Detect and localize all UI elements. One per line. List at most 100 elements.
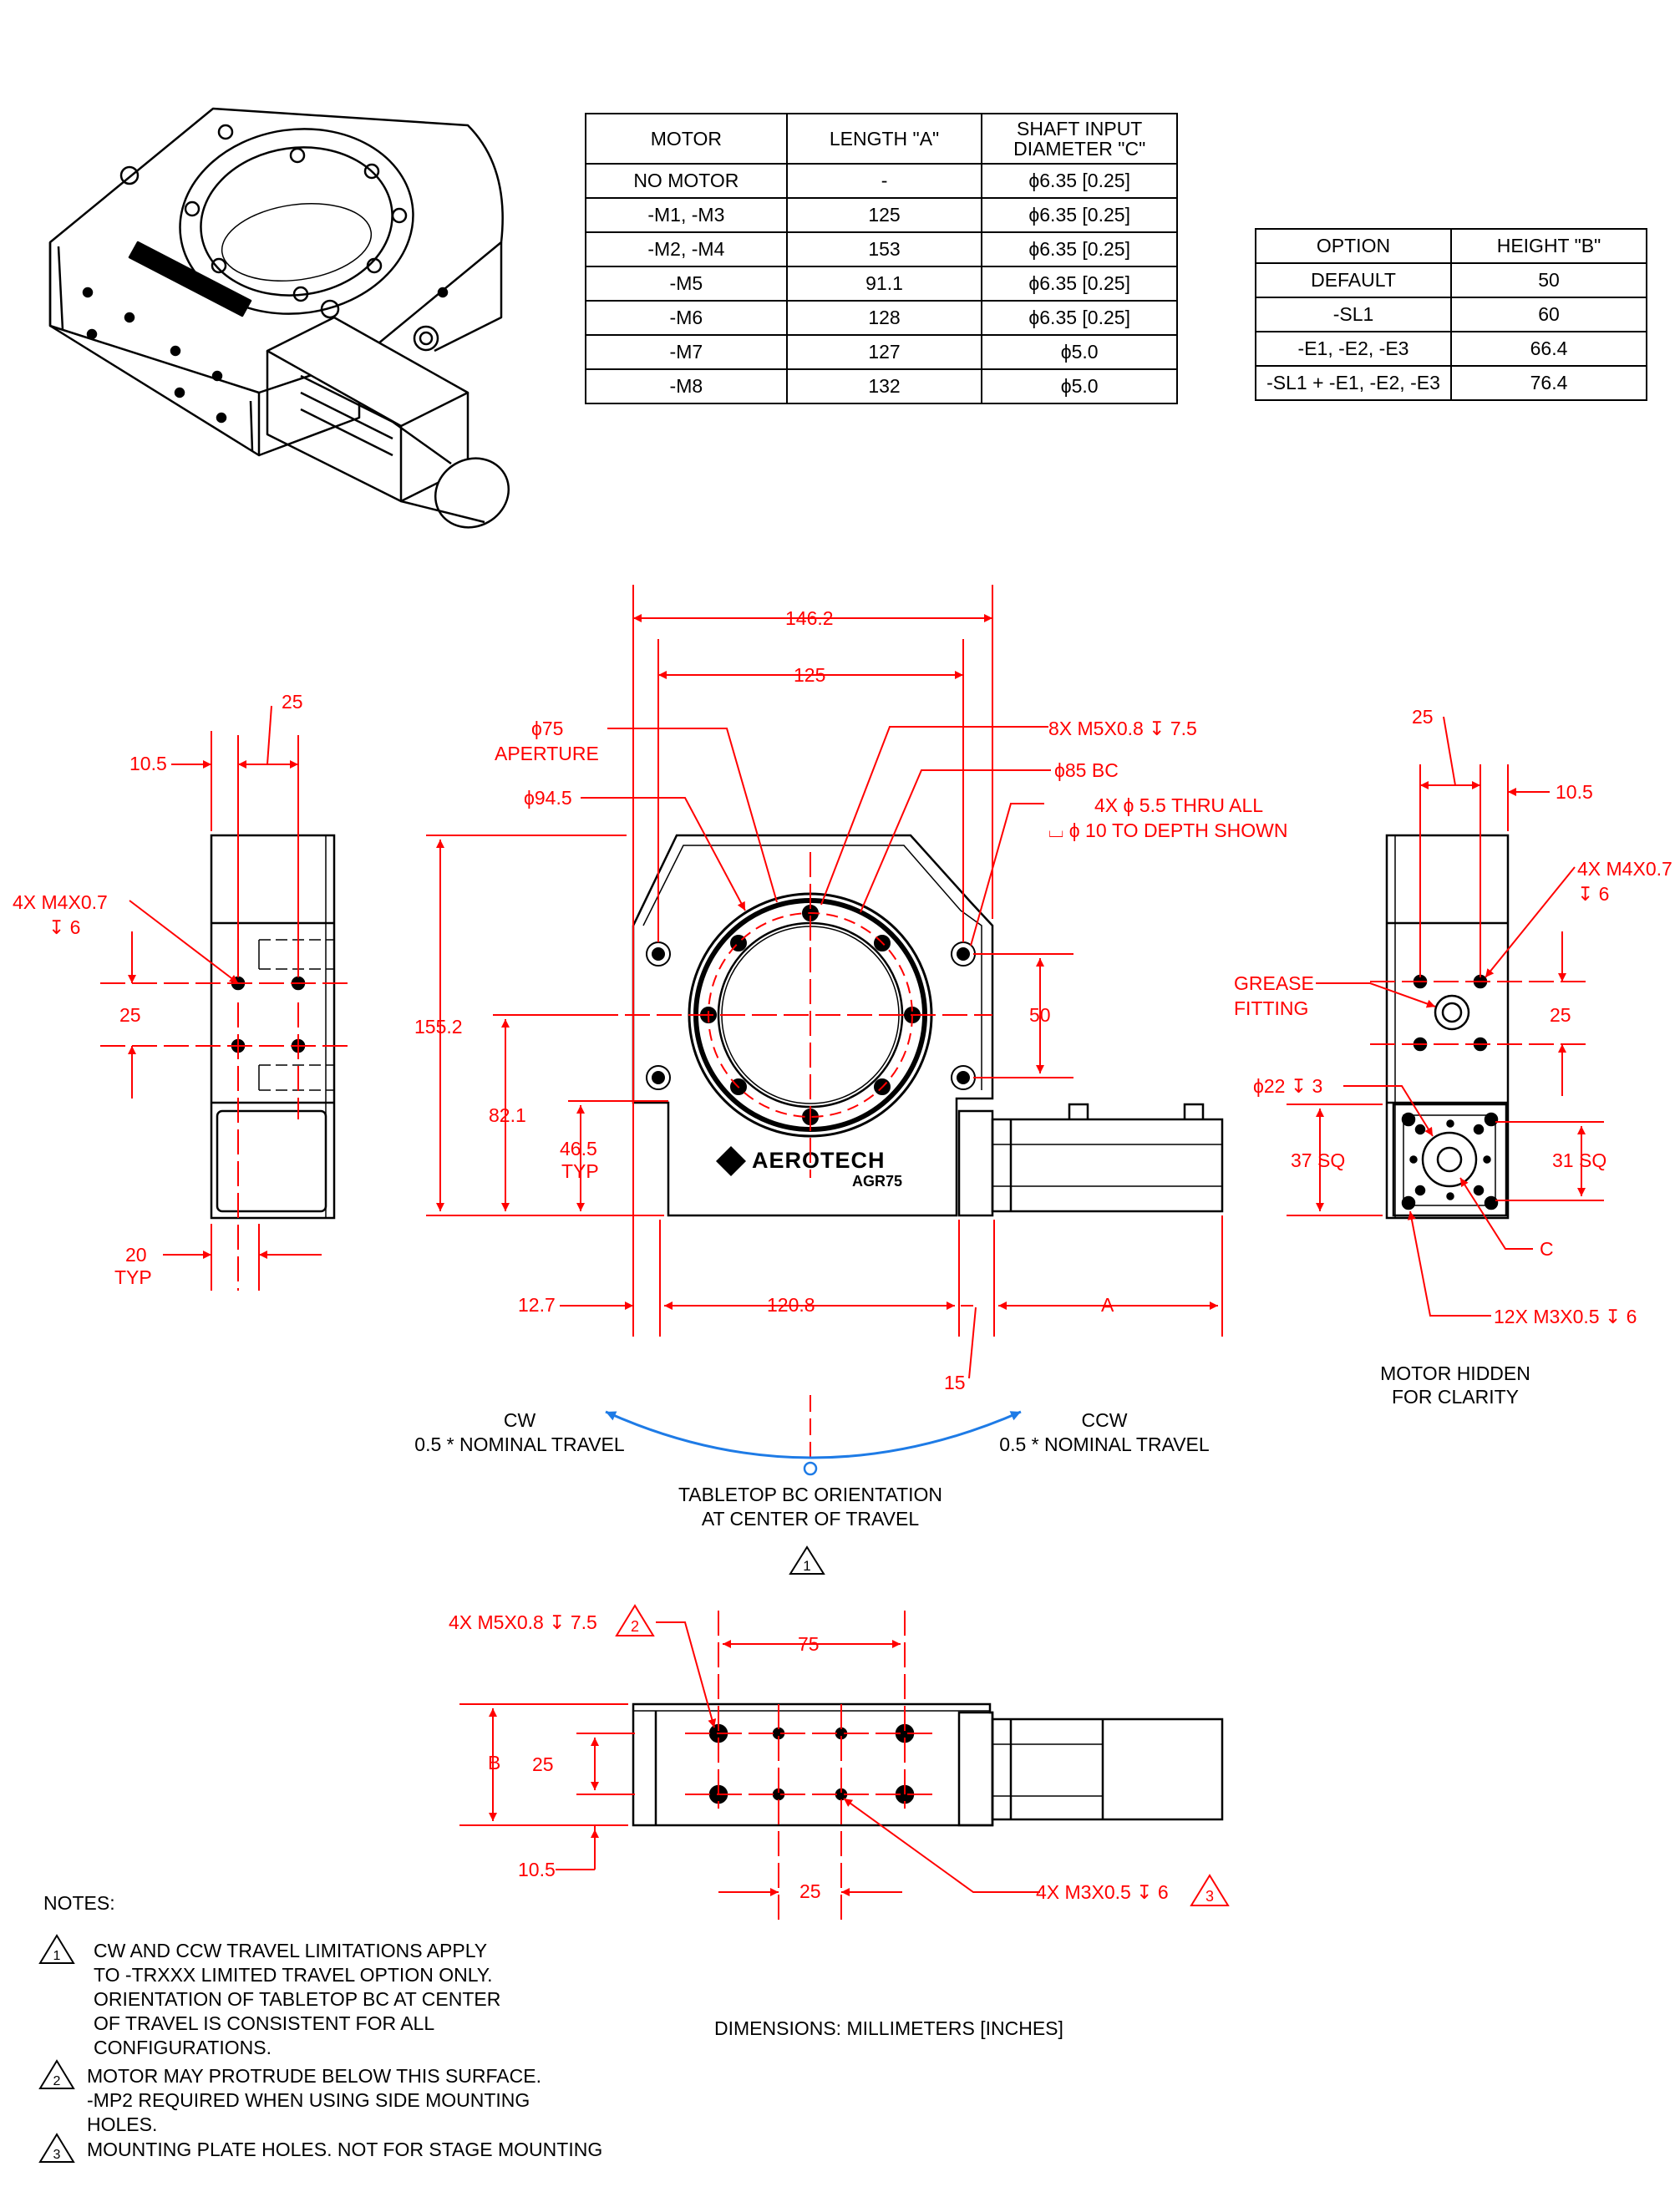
- notes-title: NOTES:: [43, 1892, 115, 1914]
- bc-85: ϕ85 BC: [1054, 759, 1119, 781]
- note-3-number: 3: [53, 2148, 61, 2162]
- thru-line1: 4X ϕ 5.5 THRU ALL: [1094, 794, 1263, 816]
- right-side-view: 25 10.5 4X M4X0.7 ↧ 6 GREASE FITTING 25 …: [1234, 706, 1672, 1408]
- note-2-line: -MP2 REQUIRED WHEN USING SIDE MOUNTING: [87, 2089, 530, 2111]
- cell-length: 153: [785, 231, 983, 267]
- dim-46-5: 46.5: [560, 1138, 597, 1159]
- callout-12x: 12X M3X0.5 ↧ 6: [1494, 1306, 1637, 1327]
- cell-height: 76.4: [1450, 365, 1647, 401]
- cell-option: DEFAULT: [1255, 262, 1452, 298]
- cell-shaft: ϕ6.35 [0.25]: [981, 163, 1178, 199]
- dim-10-5: 10.5: [1556, 781, 1593, 803]
- cell-motor: -M1, -M3: [585, 197, 788, 233]
- logo-model: AGR75: [852, 1173, 902, 1190]
- cell-length: 128: [785, 300, 983, 336]
- ccw-travel: 0.5 * NOMINAL TRAVEL: [999, 1433, 1210, 1455]
- cw-travel: 0.5 * NOMINAL TRAVEL: [414, 1433, 625, 1455]
- cell-motor: -M8: [585, 368, 788, 404]
- cell-height: 50: [1450, 262, 1647, 298]
- orientation-line2: AT CENTER OF TRAVEL: [702, 1508, 919, 1530]
- dim-37-sq: 37 SQ: [1291, 1149, 1345, 1171]
- dim-146-2: 146.2: [785, 607, 834, 629]
- dim-25: 25: [1412, 706, 1434, 728]
- dim-155-2: 155.2: [414, 1016, 463, 1038]
- callout-8x-m5: 8X M5X0.8 ↧ 7.5: [1048, 718, 1197, 739]
- note-2-number: 2: [53, 2074, 61, 2088]
- table-row: NO MOTOR-ϕ6.35 [0.25]: [585, 163, 1178, 199]
- orientation-line1: TABLETOP BC ORIENTATION: [678, 1484, 942, 1505]
- cell-motor: -M2, -M4: [585, 231, 788, 267]
- cell-motor: -M6: [585, 300, 788, 336]
- callout-4x-m5: 4X M5X0.8 ↧ 7.5: [449, 1611, 597, 1633]
- ccw-label: CCW: [1082, 1409, 1128, 1431]
- callout-tap: 4X M4X0.7: [13, 891, 108, 913]
- header-height: HEIGHT "B": [1450, 228, 1647, 264]
- dim-25-mid: 25: [119, 1004, 141, 1026]
- flag-3-number: 3: [1205, 1888, 1214, 1905]
- option-table-header: OPTION HEIGHT "B": [1255, 228, 1647, 264]
- cell-option: -SL1: [1255, 297, 1452, 332]
- header-shaft: SHAFT INPUT DIAMETER "C": [981, 113, 1178, 165]
- dim-b: B: [488, 1752, 500, 1773]
- flag-2-number: 2: [631, 1618, 639, 1635]
- note-2-line: HOLES.: [87, 2113, 157, 2135]
- dim-25-v: 25: [532, 1753, 554, 1775]
- front-view: AEROTECH AGR75: [414, 585, 1287, 1393]
- flag-1-number: 1: [803, 1558, 810, 1574]
- cw-label: CW: [504, 1409, 536, 1431]
- dim-12-7: 12.7: [518, 1294, 556, 1316]
- note-1-line: CW AND CCW TRAVEL LIMITATIONS APPLY: [94, 1940, 487, 1961]
- units-note: DIMENSIONS: MILLIMETERS [INCHES]: [714, 2017, 1063, 2039]
- note-1-line: OF TRAVEL IS CONSISTENT FOR ALL: [94, 2012, 434, 2034]
- front-logo: AEROTECH AGR75: [716, 1146, 902, 1190]
- note-2-line: MOTOR MAY PROTRUDE BELOW THIS SURFACE.: [87, 2065, 541, 2087]
- cell-shaft: ϕ6.35 [0.25]: [981, 197, 1178, 233]
- isometric-view: [48, 107, 510, 529]
- callout-4x-m3: 4X M3X0.5 ↧ 6: [1036, 1881, 1169, 1903]
- note-1: 1 CW AND CCW TRAVEL LIMITATIONS APPLY TO…: [38, 1934, 500, 2058]
- dim-20: 20: [125, 1244, 147, 1266]
- dim-10-5: 10.5: [518, 1859, 556, 1880]
- cell-length: 127: [785, 334, 983, 370]
- note-motor-hidden-1: MOTOR HIDDEN: [1380, 1362, 1530, 1384]
- note-1-line: TO -TRXXX LIMITED TRAVEL OPTION ONLY.: [94, 1964, 493, 1986]
- cell-motor: -M5: [585, 266, 788, 302]
- dim-20-note: TYP: [114, 1266, 152, 1288]
- aperture-label: APERTURE: [495, 743, 599, 764]
- travel-arc: CW 0.5 * NOMINAL TRAVEL CCW 0.5 * NOMINA…: [414, 1395, 1210, 1575]
- motor-table: MOTOR LENGTH "A" SHAFT INPUT DIAMETER "C…: [585, 113, 1178, 404]
- cell-motor: NO MOTOR: [585, 163, 788, 199]
- logo-brand: AEROTECH: [752, 1148, 886, 1173]
- aperture-dia: ϕ75: [531, 718, 563, 739]
- note-3-line: MOUNTING PLATE HOLES. NOT FOR STAGE MOUN…: [87, 2139, 602, 2160]
- motor-table-header: MOTOR LENGTH "A" SHAFT INPUT DIAMETER "C…: [585, 113, 1178, 165]
- callout-tap-depth: ↧ 6: [48, 916, 80, 938]
- notes: NOTES: 1 CW AND CCW TRAVEL LIMITATIONS A…: [38, 1892, 1063, 2163]
- cell-shaft: ϕ6.35 [0.25]: [981, 266, 1178, 302]
- header-length: LENGTH "A": [785, 113, 983, 165]
- cell-shaft: ϕ6.35 [0.25]: [981, 300, 1178, 336]
- bottom-view: 4X M5X0.8 ↧ 7.5 75 B 25 10.5 25 4X M3X0.…: [449, 1604, 1230, 1926]
- cell-length: 125: [785, 197, 983, 233]
- cell-motor: -M7: [585, 334, 788, 370]
- cell-shaft: ϕ5.0: [981, 334, 1178, 370]
- cell-height: 66.4: [1450, 331, 1647, 367]
- dim-a: A: [1101, 1294, 1114, 1316]
- callout-tap-depth: ↧ 6: [1577, 883, 1609, 905]
- cell-shaft: ϕ5.0: [981, 368, 1178, 404]
- flag-3-icon: 3: [1190, 1874, 1230, 1906]
- flag-2-icon: 2: [615, 1604, 655, 1636]
- dim-25-top: 25: [282, 691, 303, 713]
- dia-94-5: ϕ94.5: [524, 787, 572, 809]
- dim-15: 15: [944, 1372, 966, 1393]
- cell-height: 60: [1450, 297, 1647, 332]
- cell-length: 91.1: [785, 266, 983, 302]
- note-2: 2 MOTOR MAY PROTRUDE BELOW THIS SURFACE.…: [38, 2059, 541, 2135]
